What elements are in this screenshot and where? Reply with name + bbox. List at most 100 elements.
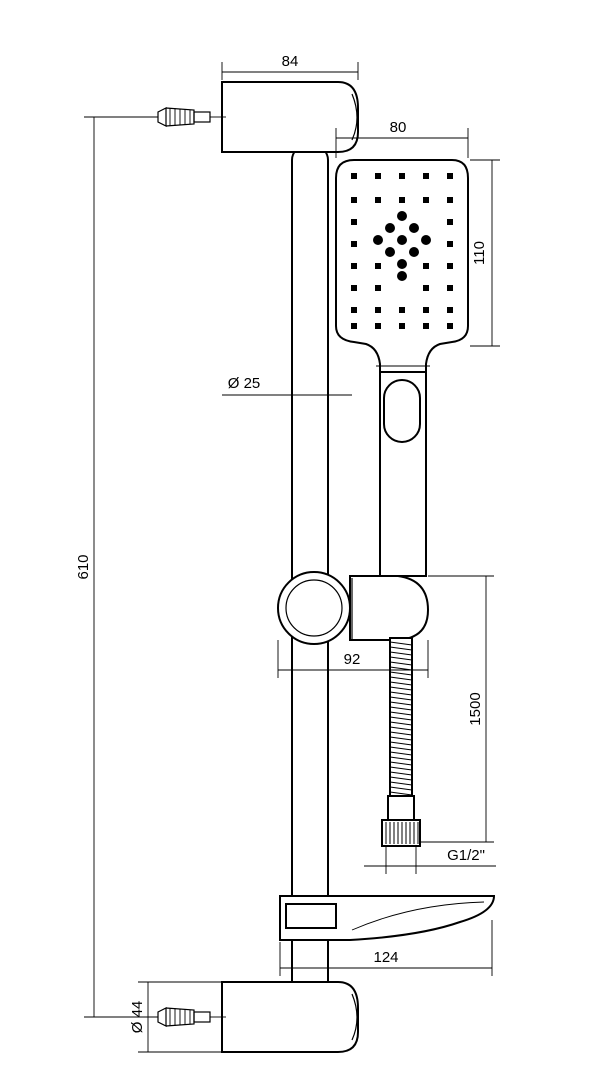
nozzle (375, 285, 381, 291)
dim-label-124: 124 (373, 949, 398, 966)
dimension-thread: G1/2" (364, 846, 496, 874)
dim-label-80: 80 (390, 119, 407, 136)
nozzle (375, 307, 381, 313)
shower-hose (381, 637, 421, 847)
dimension-92: 92 (277, 640, 429, 678)
dimension-84: 84 (221, 53, 359, 80)
nozzle (447, 173, 453, 179)
hose-ring (389, 666, 413, 671)
nozzle (351, 307, 357, 313)
hose-ring (389, 786, 413, 791)
dim-label-1500: 1500 (467, 692, 484, 725)
nozzle (351, 323, 357, 329)
hose-ring (389, 751, 413, 756)
hose-ring (389, 791, 413, 796)
hose-ring (389, 761, 413, 766)
nozzle (447, 219, 453, 225)
hose-ring (389, 741, 413, 746)
dimension-rail-diameter: Ø 25 (222, 375, 352, 402)
hose-ring (389, 671, 413, 676)
nozzle (375, 323, 381, 329)
hose-ring (389, 731, 413, 736)
dimension-124: 124 (279, 920, 493, 976)
hose-ring (389, 706, 413, 711)
hose-ring (389, 726, 413, 731)
hose-ring (389, 641, 413, 646)
hose-ring (389, 721, 413, 726)
top-wall-bracket (221, 81, 359, 153)
hose-ring (389, 771, 413, 776)
hose-ring (389, 736, 413, 741)
hose-ring (389, 676, 413, 681)
center-nozzle (397, 211, 407, 221)
hose-ring (389, 661, 413, 666)
hose-spiral (389, 641, 413, 796)
nozzle (351, 173, 357, 179)
dim-label-110: 110 (471, 241, 488, 265)
nozzle (447, 241, 453, 247)
hose-ring (389, 776, 413, 781)
dim-label-thread: G1/2" (447, 847, 485, 864)
soap-dish (279, 895, 496, 941)
nozzle (375, 197, 381, 203)
hose-ring (389, 656, 413, 661)
hose-ring (389, 716, 413, 721)
nozzle (351, 241, 357, 247)
hose-ring (389, 766, 413, 771)
nozzle-grid (351, 173, 453, 329)
nozzle (399, 307, 405, 313)
nozzle (375, 263, 381, 269)
center-nozzle (385, 223, 395, 233)
hose-ring (389, 646, 413, 651)
hose-ring (389, 756, 413, 761)
nozzle (447, 263, 453, 269)
center-nozzle (409, 247, 419, 257)
nozzle (447, 323, 453, 329)
center-nozzle (409, 223, 419, 233)
hose-nut (385, 822, 419, 844)
nozzle (423, 323, 429, 329)
dim-label-rail-diameter: Ø 25 (228, 375, 261, 392)
dim-label-84: 84 (282, 53, 299, 70)
hose-ring (389, 681, 413, 686)
top-wall-plug (157, 107, 226, 127)
hose-ring (389, 781, 413, 786)
center-nozzle (421, 235, 431, 245)
nozzle (447, 197, 453, 203)
nozzle (399, 323, 405, 329)
hose-ring (389, 691, 413, 696)
nozzle (375, 173, 381, 179)
dim-label-92: 92 (344, 651, 361, 668)
dimension-610: 610 (75, 116, 158, 1018)
nozzle (423, 197, 429, 203)
nozzle (423, 285, 429, 291)
dimension-bracket-diameter: Ø 44 (129, 981, 224, 1053)
dim-label-610: 610 (75, 554, 92, 579)
vertical-rail (291, 145, 329, 997)
nozzle (447, 285, 453, 291)
dim-label-bracket-diameter: Ø 44 (129, 1001, 146, 1034)
center-nozzle (397, 235, 407, 245)
bottom-wall-bracket (221, 981, 359, 1053)
dimension-80: 80 (335, 119, 469, 158)
hose-ring (389, 746, 413, 751)
nozzle (399, 197, 405, 203)
hand-shower (335, 159, 469, 577)
hose-ring (389, 701, 413, 706)
center-nozzle (385, 247, 395, 257)
nozzle (351, 285, 357, 291)
hose-ring (389, 696, 413, 701)
nozzle (351, 263, 357, 269)
nozzle (447, 307, 453, 313)
center-nozzle (373, 235, 383, 245)
hose-ring (389, 711, 413, 716)
slider-holder (277, 571, 430, 645)
hose-ring (389, 686, 413, 691)
dimension-1500: 1500 (420, 575, 494, 843)
hose-ring (389, 651, 413, 656)
bottom-wall-plug (157, 1007, 226, 1027)
nozzle (351, 219, 357, 225)
nozzle (351, 197, 357, 203)
dimension-110: 110 (470, 159, 500, 347)
